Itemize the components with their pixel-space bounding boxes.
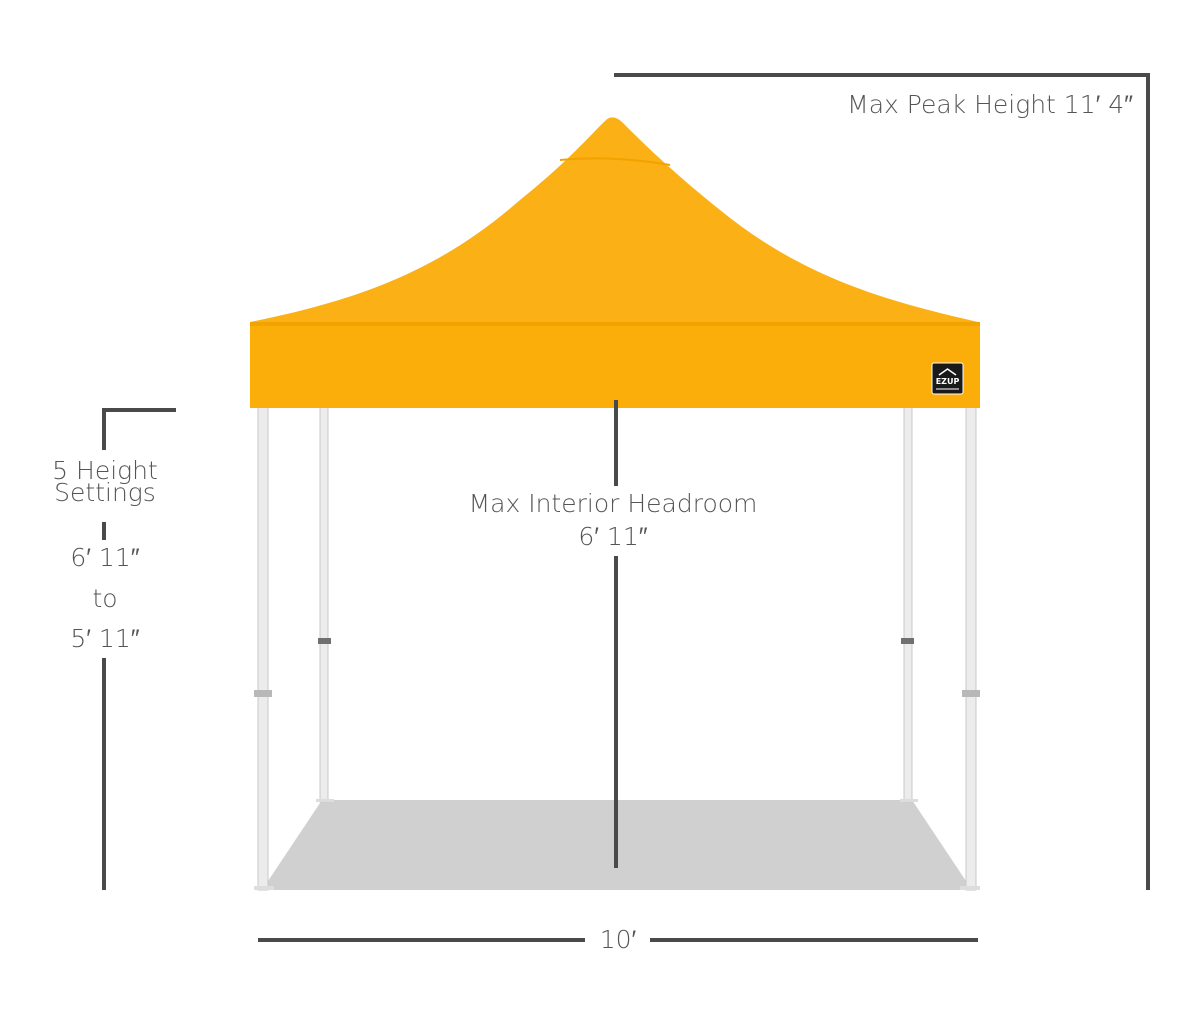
height-to-label: to [92,584,118,613]
ezup-logo: EZUP [931,362,964,395]
dimension-lines [102,73,1150,942]
headroom-line1: Max Interior Headroom [468,489,758,518]
height-settings-line2: Settings [54,478,156,507]
leg-front-right [965,405,977,891]
peak-height-line [614,73,1150,890]
width-label: 10′ [599,925,637,954]
canopy-roof [250,117,978,322]
height-settings-line1: 5 Height [52,456,158,485]
height-max-label: 6′ 11″ [70,543,140,572]
height-min-label: 5′ 11″ [70,624,140,653]
peak-height-label: Max Peak Height 11′ 4″ [847,90,1133,119]
height-settings-label: 5 Height Settings [30,456,180,508]
headroom-label: Max Interior Headroom 6′ 11″ [413,489,813,552]
leg-back-left [319,405,329,803]
svg-text:EZUP: EZUP [936,377,960,386]
height-settings-bracket [102,408,176,450]
leg-front-left [257,405,269,891]
leg-back-right [903,405,913,803]
headroom-line2: 6′ 11″ [578,522,648,551]
canopy-valance [250,322,980,408]
